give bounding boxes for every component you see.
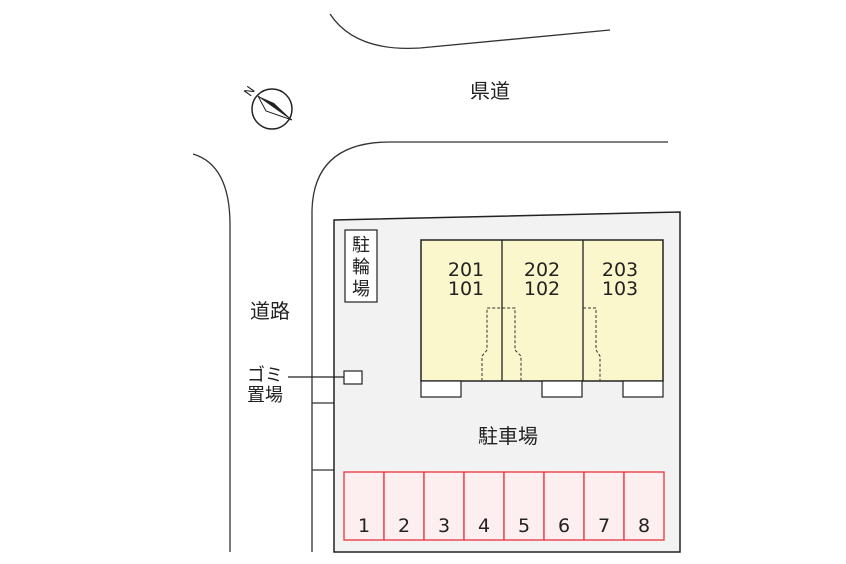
- road-edge-top: [329, 13, 611, 50]
- parking-space: 1: [343, 471, 385, 541]
- parking-space-outline: [543, 471, 585, 541]
- parking-space-number: 1: [358, 515, 370, 537]
- porch-box-3: [622, 380, 664, 398]
- parking-lot-label: 駐車場: [478, 424, 538, 448]
- parking-space: 8: [623, 471, 665, 541]
- garbage-label-1: ゴミ: [247, 365, 283, 386]
- prefectural-road-label: 県道: [470, 79, 510, 103]
- parking-space-outline: [583, 471, 625, 541]
- bicycle-parking-label-2: 輪: [352, 257, 370, 278]
- parking-space-outline: [463, 471, 505, 541]
- parking-space-number: 3: [438, 515, 450, 537]
- garbage-label-2: 置場: [247, 385, 283, 406]
- parking-space-outline: [343, 471, 385, 541]
- parking-space-number: 5: [518, 515, 530, 537]
- parking-space: 6: [543, 471, 585, 541]
- parking-space-number: 8: [638, 515, 650, 537]
- parking-space: 4: [463, 471, 505, 541]
- parking-space-number: 6: [558, 515, 570, 537]
- unit-upper-2: 202: [524, 259, 560, 281]
- parking-space: 7: [583, 471, 625, 541]
- parking-space-outline: [423, 471, 465, 541]
- parking-space: 2: [383, 471, 425, 541]
- parking-space-outline: [623, 471, 665, 541]
- bicycle-parking-label-3: 場: [352, 279, 370, 300]
- parking-row: 1 2 3 4 5 6 7 8: [343, 471, 665, 541]
- parking-space-number: 2: [398, 515, 410, 537]
- bicycle-parking-label-1: 駐: [352, 235, 370, 256]
- parking-space-outline: [503, 471, 545, 541]
- road-edge-corner: [311, 141, 668, 552]
- side-road-label: 道路: [250, 299, 290, 323]
- road-edge-left: [192, 153, 231, 552]
- bicycle-parking: 駐 輪 場: [344, 229, 378, 303]
- unit-lower-2: 102: [524, 278, 560, 300]
- parking-space-number: 7: [598, 515, 610, 537]
- garbage-area: ゴミ 置場: [247, 365, 363, 406]
- porch-box-1: [420, 380, 462, 398]
- north-arrow-icon: N: [241, 84, 293, 130]
- stair-outline-1: [481, 307, 522, 381]
- parking-space: 5: [503, 471, 545, 541]
- porch-box-2: [541, 380, 583, 398]
- parking-space: 3: [423, 471, 465, 541]
- unit-lower-1: 101: [448, 278, 484, 300]
- apartment-building: 201 101 202 102 203 103: [420, 239, 664, 382]
- unit-lower-3: 103: [602, 278, 638, 300]
- parking-space-number: 4: [478, 515, 490, 537]
- unit-upper-1: 201: [448, 259, 484, 281]
- unit-upper-3: 203: [602, 259, 638, 281]
- stair-outline-2: [583, 307, 601, 381]
- parking-space-outline: [383, 471, 425, 541]
